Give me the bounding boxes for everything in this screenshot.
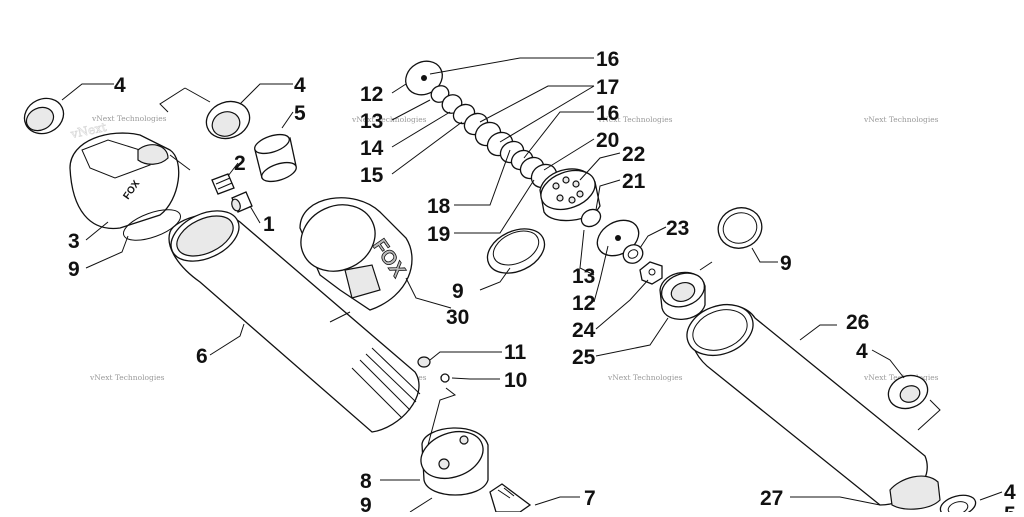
callout-1: 1 [263,213,275,236]
shim-stack [405,60,644,264]
callout-21: 21 [622,170,646,193]
callout-27: 27 [760,487,783,510]
callout-24: 24 [572,319,596,342]
leader-lines [61,57,1003,506]
watermark-text: vNext Technologies [91,114,167,123]
callout-18: 18 [427,195,451,218]
bushing-top [205,100,251,140]
callout-23: 23 [666,217,689,240]
callout-11: 11 [504,341,527,364]
bushing-right [887,374,929,410]
callout-22: 22 [622,143,645,166]
callout-14: 14 [360,137,384,160]
washer-23 [622,244,644,264]
callout-16: 16 [596,48,619,71]
callout-9: 9 [452,280,464,303]
reservoir-cover: FOX [299,197,413,311]
callout-30: 30 [446,306,469,329]
bushing-bottom-right [939,494,977,517]
callout-9: 9 [780,252,792,275]
callout-12: 12 [572,292,595,315]
watermark-text: vNext Technologies [863,115,939,124]
callout-4: 4 [1004,481,1016,504]
callout-10: 10 [504,369,527,392]
bolt [489,483,532,513]
bushing-left [23,97,65,135]
callout-20: 20 [596,129,619,152]
o-ring-center [486,228,546,274]
part-number-callouts: 4 4 5 2 1 3 9 6 9 30 11 10 8 9 7 12 13 1… [68,48,1016,517]
eyelet-cap: FOX [69,132,180,230]
o-ring-right [717,207,763,249]
callout-13: 13 [360,110,383,133]
callout-16: 16 [596,102,619,125]
watermark-text: vNext Technologies [89,373,165,382]
shock-body-right [686,303,941,510]
callout-3: 3 [68,230,80,253]
valve-fitting [211,173,235,195]
nut [639,261,663,285]
callout-15: 15 [360,164,384,187]
callout-13: 13 [572,265,595,288]
valve-cap [231,191,253,213]
callout-12: 12 [360,83,383,106]
end-cap [659,271,706,320]
callout-4: 4 [856,340,868,363]
check-ball-11 [417,356,431,368]
watermark-text: vNext Technologies [607,373,683,382]
o-ring-lower-edge [409,497,433,513]
callout-5: 5 [294,102,306,125]
check-ball-10 [440,373,450,383]
piston [420,427,489,496]
callout-5: 5 [1004,503,1016,512]
o-ring [123,209,181,241]
callout-4: 4 [294,74,306,97]
callout-19: 19 [427,223,450,246]
callout-8: 8 [360,470,372,493]
callout-6: 6 [196,345,208,368]
callout-7: 7 [584,487,596,510]
callout-2: 2 [234,152,246,175]
callout-9: 9 [68,258,80,281]
callout-25: 25 [572,346,596,369]
callout-26: 26 [846,311,869,334]
watermark-text: vNext Technologies [351,115,427,124]
callout-17: 17 [596,76,619,99]
callout-4: 4 [114,74,126,97]
shock-body [168,210,421,433]
callout-9: 9 [360,494,372,512]
watermark-text: vNext Technologies [597,115,673,124]
sleeve [254,133,297,183]
